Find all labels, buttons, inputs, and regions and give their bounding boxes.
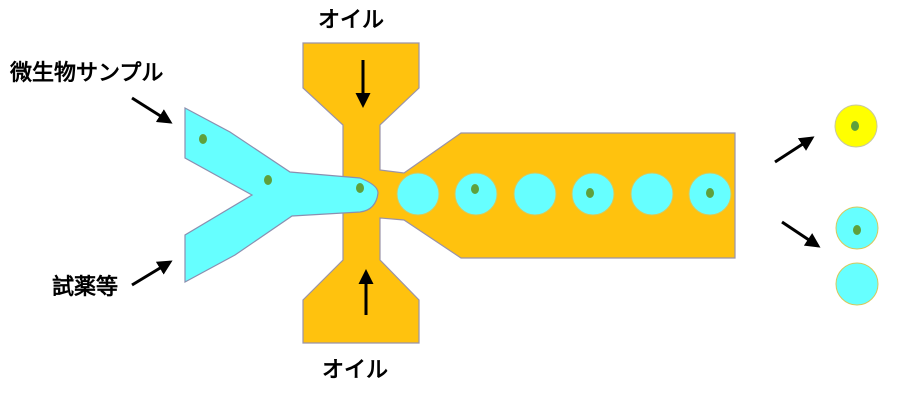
cell-icon	[264, 175, 272, 185]
droplet-icon	[454, 172, 498, 216]
droplet-icon	[835, 262, 879, 306]
oil-label-bottom: オイル	[322, 358, 389, 383]
cell-icon	[471, 184, 479, 194]
arrow-icon	[774, 136, 815, 164]
cell-icon	[199, 134, 207, 144]
cell-icon	[853, 225, 861, 235]
arrow-icon	[131, 96, 173, 124]
oil-label-top: オイル	[318, 8, 385, 33]
cell-icon	[706, 188, 714, 198]
arrow-icon	[781, 220, 821, 248]
cell-icon	[586, 188, 594, 198]
reagent-label: 試薬等	[52, 275, 119, 300]
droplet-icon	[630, 172, 674, 216]
arrow-icon	[131, 260, 173, 287]
cell-icon	[851, 121, 859, 131]
sample-label: 微生物サンプル	[10, 61, 164, 86]
droplet-icon	[513, 172, 557, 216]
droplet-icon	[396, 172, 440, 216]
cell-icon	[356, 183, 364, 193]
aqueous-inlet-channel	[184, 107, 379, 284]
